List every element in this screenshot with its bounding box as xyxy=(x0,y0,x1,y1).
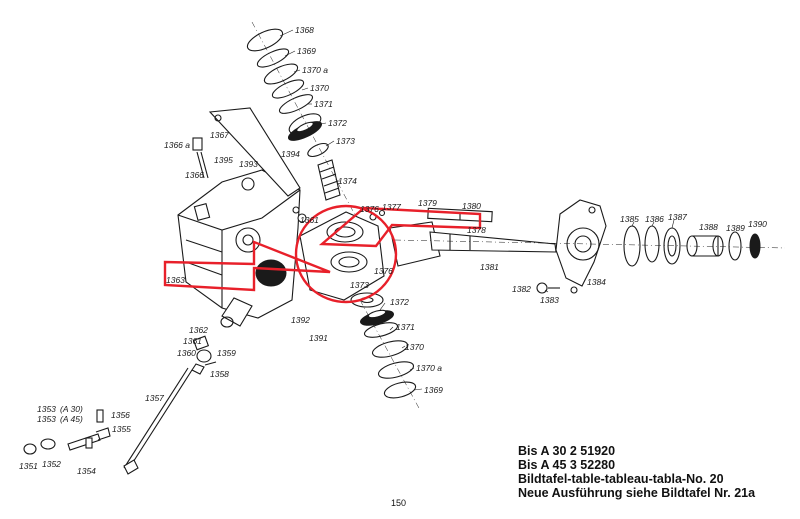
part-label: 1361 xyxy=(300,215,319,225)
part-label: 1357 xyxy=(145,393,164,403)
part-label: 1363 xyxy=(166,275,185,285)
lower-left-linkage xyxy=(23,297,253,475)
part-label: 1380 xyxy=(462,201,481,211)
pointer-arrow-left xyxy=(163,240,331,292)
highlight-circle xyxy=(294,204,398,304)
part-label: 1393 xyxy=(239,159,258,169)
part-label: 1358 xyxy=(210,369,229,379)
part-label: 1395 xyxy=(214,155,233,165)
part-label: 1378 xyxy=(467,225,486,235)
part-label: 1372 xyxy=(390,297,409,307)
upper-ring-stack xyxy=(246,21,356,216)
part-label: 1370 xyxy=(310,83,329,93)
red-annotations xyxy=(163,204,482,304)
part-label: 1366 xyxy=(185,170,204,180)
part-label: 1379 xyxy=(418,198,437,208)
page-number: 150 xyxy=(391,498,406,508)
part-label: 1353 xyxy=(37,404,56,414)
part-label: 1355 xyxy=(112,424,131,434)
part-label: 1369 xyxy=(297,46,316,56)
part-label: 1370 xyxy=(405,342,424,352)
part-label: 1376 xyxy=(360,204,379,214)
part-label: 1370 a xyxy=(302,65,328,75)
caption-block: Bis A 30 2 51920 Bis A 45 3 52280 Bildta… xyxy=(518,444,756,500)
part-label: 1371 xyxy=(314,99,333,109)
part-label: 1376 xyxy=(374,266,393,276)
part-label: 1368 xyxy=(295,25,314,35)
part-label: 1366 a xyxy=(164,140,190,150)
part-label: 1388 xyxy=(699,222,718,232)
part-label: 1392 xyxy=(291,315,310,325)
caption-line: Bis A 45 3 52280 xyxy=(518,458,615,472)
part-label: 1373 xyxy=(350,280,369,290)
caption-line: Bildtafel-table-tableau-tabla-No. 20 xyxy=(518,472,724,486)
part-label: 1390 xyxy=(748,219,767,229)
part-label: 1359 xyxy=(217,348,236,358)
part-label: 1384 xyxy=(587,277,606,287)
part-label: 1362 xyxy=(189,325,208,335)
part-label: 1373 xyxy=(336,136,355,146)
part-label: 1391 xyxy=(309,333,328,343)
leader-lines xyxy=(279,29,675,391)
part-label-note: (A 45) xyxy=(60,414,83,424)
part-label: 1361 xyxy=(183,336,202,346)
lower-ring-stack xyxy=(359,299,421,411)
part-label: 1360 xyxy=(177,348,196,358)
part-label: 1389 xyxy=(726,223,745,233)
central-fork xyxy=(292,206,386,308)
part-label: 1352 xyxy=(42,459,61,469)
part-label: 1386 xyxy=(645,214,664,224)
caption-line: Neue Ausführung siehe Bildtafel Nr. 21a xyxy=(518,486,756,500)
part-label: 1351 xyxy=(19,461,38,471)
part-label: 1387 xyxy=(668,212,687,222)
part-label: 1377 xyxy=(382,202,401,212)
part-label: 1383 xyxy=(540,295,559,305)
part-label: 1372 xyxy=(328,118,347,128)
part-label: 1353 xyxy=(37,414,56,424)
part-labels: 1368 1369 1370 a 1370 1371 1372 1373 137… xyxy=(19,25,767,476)
main-housing xyxy=(177,107,301,319)
part-label: 1381 xyxy=(480,262,499,272)
part-label-note: (A 30) xyxy=(60,404,83,414)
part-label: 1370 a xyxy=(416,363,442,373)
part-label: 1394 xyxy=(281,149,300,159)
part-label: 1369 xyxy=(424,385,443,395)
part-label: 1382 xyxy=(512,284,531,294)
caption-line: Bis A 30 2 51920 xyxy=(518,444,615,458)
part-label: 1371 xyxy=(396,322,415,332)
part-label: 1385 xyxy=(620,214,639,224)
shaft-assembly xyxy=(389,199,786,294)
part-label: 1367 xyxy=(210,130,229,140)
part-label: 1354 xyxy=(77,466,96,476)
pointer-arrow-upper xyxy=(318,206,482,248)
part-label: 1356 xyxy=(111,410,130,420)
part-label: 1374 xyxy=(338,176,357,186)
